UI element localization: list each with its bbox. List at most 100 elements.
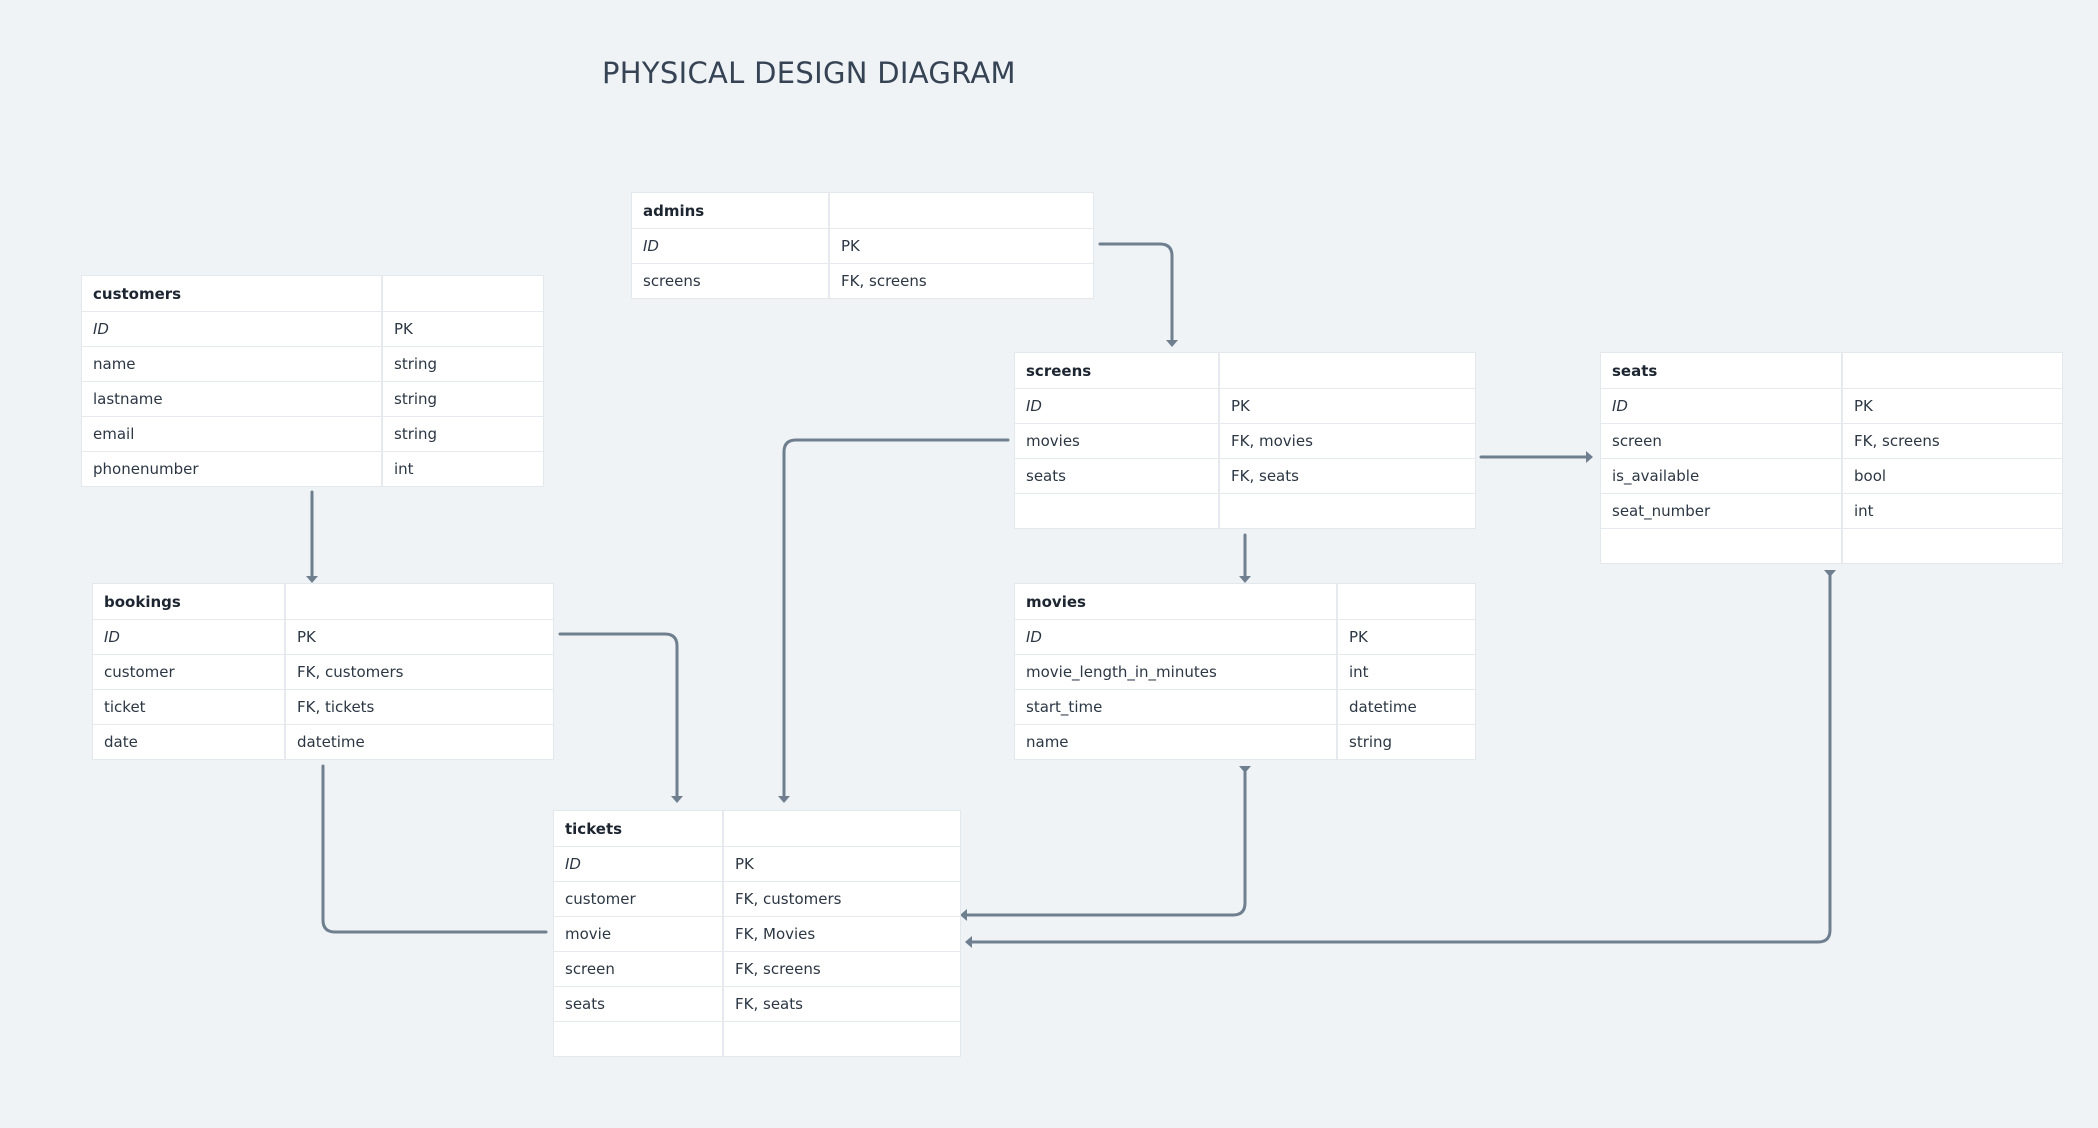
table-row[interactable]: seats FK, seats [1015, 458, 1475, 493]
arrow-head-seats [1586, 451, 1593, 463]
table-row[interactable]: date datetime [93, 724, 553, 759]
table-row[interactable] [554, 1021, 960, 1056]
table-movies[interactable]: movies ID PK movie_length_in_minutes int… [1015, 584, 1475, 759]
table-row[interactable]: movie_length_in_minutes int [1015, 654, 1475, 689]
field-name: ID [632, 229, 830, 263]
table-row[interactable]: phonenumber int [82, 451, 543, 486]
field-name: movie_length_in_minutes [1015, 655, 1338, 689]
field-name: ticket [93, 690, 286, 724]
arrow-head-bookings [306, 576, 318, 583]
table-row[interactable]: movies FK, movies [1015, 423, 1475, 458]
field-name: screen [1601, 424, 1843, 458]
field-type: FK, customers [735, 890, 842, 908]
table-row[interactable]: screens FK, screens [632, 263, 1093, 298]
table-bookings[interactable]: bookings ID PK customer FK, customers ti… [93, 584, 553, 759]
table-header: bookings [93, 584, 553, 619]
field-type: datetime [297, 733, 365, 751]
field-type: FK, movies [1231, 432, 1313, 450]
table-seats[interactable]: seats ID PK screen FK, screens is_availa… [1601, 353, 2062, 563]
field-name: seats [554, 987, 724, 1021]
field-name: ID [1015, 389, 1220, 423]
table-row[interactable]: ID PK [93, 619, 553, 654]
field-name: start_time [1015, 690, 1338, 724]
field-name: email [82, 417, 383, 451]
arrow-head-tickets-seats [965, 936, 972, 948]
table-row[interactable]: name string [82, 346, 543, 381]
field-name: lastname [82, 382, 383, 416]
connector-movies-tickets[interactable] [965, 768, 1247, 917]
arrow-head-tickets-movie [960, 909, 967, 921]
table-row[interactable]: movie FK, Movies [554, 916, 960, 951]
field-name: ID [93, 620, 286, 654]
field-type: string [394, 390, 438, 408]
table-row[interactable] [1015, 493, 1475, 528]
arrow-tail-seats [1824, 570, 1836, 577]
table-row[interactable]: customer FK, customers [93, 654, 553, 689]
connector-bookings-tickets-movie[interactable] [321, 764, 548, 934]
table-name: movies [1015, 584, 1338, 619]
table-row[interactable]: seat_number int [1601, 493, 2062, 528]
connector-admins-screens[interactable] [1098, 242, 1174, 342]
table-row[interactable]: ID PK [1601, 388, 2062, 423]
arrow-head-tickets-right [778, 796, 790, 803]
connector-screens-tickets[interactable] [782, 438, 1010, 798]
table-row[interactable]: lastname string [82, 381, 543, 416]
field-type: PK [1854, 397, 1873, 415]
field-type: string [1349, 733, 1393, 751]
table-row[interactable]: screen FK, screens [554, 951, 960, 986]
field-type: FK, screens [735, 960, 821, 978]
field-name: customer [554, 882, 724, 916]
field-name [1601, 529, 1843, 563]
table-screens[interactable]: screens ID PK movies FK, movies seats FK… [1015, 353, 1475, 528]
table-tickets[interactable]: tickets ID PK customer FK, customers mov… [554, 811, 960, 1056]
field-type: FK, customers [297, 663, 404, 681]
table-row[interactable]: ID PK [82, 311, 543, 346]
field-name: seat_number [1601, 494, 1843, 528]
table-row[interactable] [1601, 528, 2062, 563]
field-type: PK [297, 628, 316, 646]
table-row[interactable]: ID PK [632, 228, 1093, 263]
field-name: movies [1015, 424, 1220, 458]
field-type: FK, seats [735, 995, 803, 1013]
table-row[interactable]: start_time datetime [1015, 689, 1475, 724]
field-type: string [394, 355, 438, 373]
table-row[interactable]: name string [1015, 724, 1475, 759]
table-row[interactable]: is_available bool [1601, 458, 2062, 493]
field-name: date [93, 725, 286, 759]
field-name: phonenumber [82, 452, 383, 486]
table-name: tickets [554, 811, 724, 846]
connector-seats-tickets[interactable] [970, 572, 1832, 944]
field-name [1015, 494, 1220, 528]
field-name: seats [1015, 459, 1220, 493]
table-row[interactable]: ticket FK, tickets [93, 689, 553, 724]
table-name: admins [632, 193, 830, 228]
table-header: tickets [554, 811, 960, 846]
field-type: int [1349, 663, 1369, 681]
field-name: ID [1601, 389, 1843, 423]
table-row[interactable]: seats FK, seats [554, 986, 960, 1021]
field-type: string [394, 425, 438, 443]
field-type: PK [841, 237, 860, 255]
table-row[interactable]: ID PK [554, 846, 960, 881]
table-admins[interactable]: admins ID PK screens FK, screens [632, 193, 1093, 298]
table-name: screens [1015, 353, 1220, 388]
field-name: movie [554, 917, 724, 951]
connector-bookings-tickets[interactable] [558, 632, 679, 798]
field-type: FK, tickets [297, 698, 375, 716]
field-name: name [82, 347, 383, 381]
table-row[interactable]: customer FK, customers [554, 881, 960, 916]
table-name: bookings [93, 584, 286, 619]
table-row[interactable]: ID PK [1015, 388, 1475, 423]
field-type: FK, seats [1231, 467, 1299, 485]
field-type [724, 1022, 960, 1056]
table-row[interactable]: email string [82, 416, 543, 451]
table-row[interactable]: screen FK, screens [1601, 423, 2062, 458]
table-customers[interactable]: customers ID PK name string lastname str… [82, 276, 543, 486]
table-name: customers [82, 276, 383, 311]
field-name: is_available [1601, 459, 1843, 493]
field-type: PK [394, 320, 413, 338]
arrow-tail-movies [1239, 766, 1251, 773]
field-type: PK [735, 855, 754, 873]
table-header: movies [1015, 584, 1475, 619]
table-row[interactable]: ID PK [1015, 619, 1475, 654]
